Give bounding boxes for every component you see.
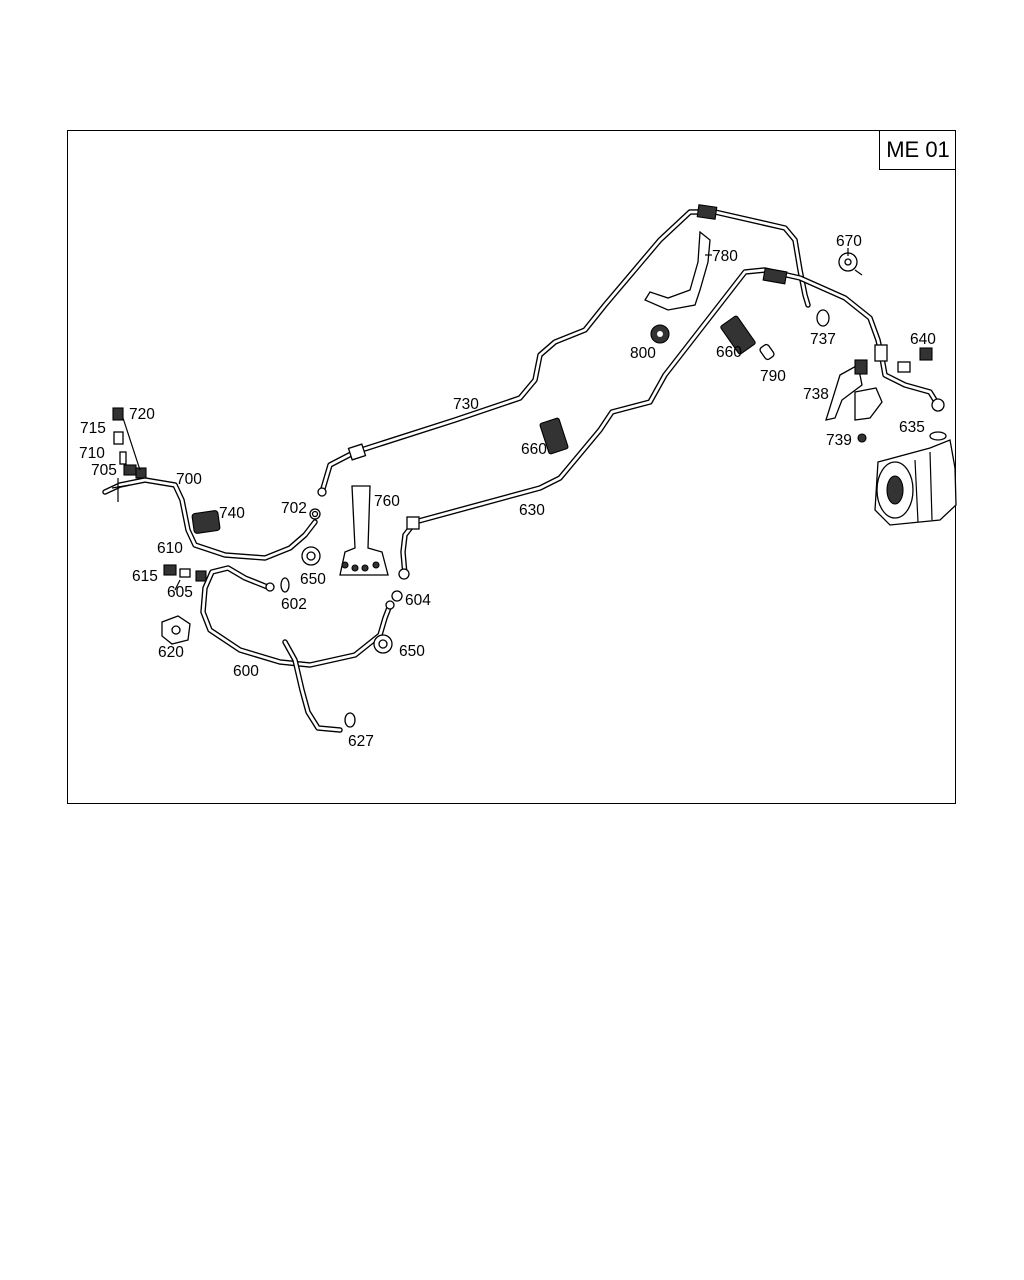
callout-710: 710 xyxy=(79,445,105,462)
hose-739 xyxy=(854,387,883,443)
callout-737: 737 xyxy=(810,331,836,348)
callout-739: 739 xyxy=(826,432,852,449)
callout-650-lower: 650 xyxy=(399,643,425,660)
pipe-600[interactable] xyxy=(200,565,395,733)
grommet-650-upper xyxy=(301,546,321,566)
bracket-760 xyxy=(339,485,389,576)
fitting-615-610 xyxy=(163,564,191,578)
callout-627: 627 xyxy=(348,733,374,750)
callout-740: 740 xyxy=(219,505,245,522)
grommet-650-lower xyxy=(373,634,393,654)
callout-720: 720 xyxy=(129,406,155,423)
callout-640: 640 xyxy=(910,331,936,348)
insulation-660-center xyxy=(539,417,569,455)
callout-800: 800 xyxy=(630,345,656,362)
cap-790 xyxy=(759,343,775,361)
callout-660-center: 660 xyxy=(521,441,547,458)
callout-602: 602 xyxy=(281,596,307,613)
callout-780: 780 xyxy=(712,248,738,265)
callout-605: 605 xyxy=(167,584,193,601)
pipe-700[interactable] xyxy=(102,477,318,561)
insulation-660-right xyxy=(720,315,756,355)
o-ring-602 xyxy=(280,577,290,593)
callout-700: 700 xyxy=(176,471,202,488)
callout-615: 615 xyxy=(132,568,158,585)
o-ring-604 xyxy=(391,590,403,602)
callout-604: 604 xyxy=(405,592,431,609)
diagram-frame xyxy=(67,130,956,804)
valve-605 xyxy=(195,570,207,582)
pipe-630[interactable] xyxy=(398,267,945,580)
callout-600: 600 xyxy=(233,663,259,680)
callout-620: 620 xyxy=(158,644,184,661)
leader-lines xyxy=(174,248,863,591)
callout-715: 715 xyxy=(80,420,106,437)
o-ring-635 xyxy=(929,431,947,441)
callout-730: 730 xyxy=(453,396,479,413)
o-ring-737 xyxy=(816,309,830,327)
callout-670: 670 xyxy=(836,233,862,250)
callout-705: 705 xyxy=(91,462,117,479)
sensor-stack-715-720 xyxy=(112,407,147,479)
switch-640 xyxy=(897,347,933,373)
o-ring-702 xyxy=(309,508,321,520)
clip-740 xyxy=(191,510,221,534)
sheet-code-box: ME 01 xyxy=(879,130,956,170)
pipe-730[interactable] xyxy=(317,204,811,497)
sensor-620 xyxy=(161,615,191,645)
callout-702: 702 xyxy=(281,500,307,517)
callout-650-upper: 650 xyxy=(300,571,326,588)
callout-630: 630 xyxy=(519,502,545,519)
bracket-738 xyxy=(825,359,868,421)
washer-670 xyxy=(838,252,858,272)
grommet-800 xyxy=(650,324,670,344)
compressor xyxy=(874,439,957,526)
callout-635: 635 xyxy=(899,419,925,436)
callout-790: 790 xyxy=(760,368,786,385)
callout-610: 610 xyxy=(157,540,183,557)
o-ring-627 xyxy=(344,712,356,728)
bracket-780 xyxy=(644,230,711,311)
callout-660-right: 660 xyxy=(716,344,742,361)
callout-760: 760 xyxy=(374,493,400,510)
callout-738: 738 xyxy=(803,386,829,403)
